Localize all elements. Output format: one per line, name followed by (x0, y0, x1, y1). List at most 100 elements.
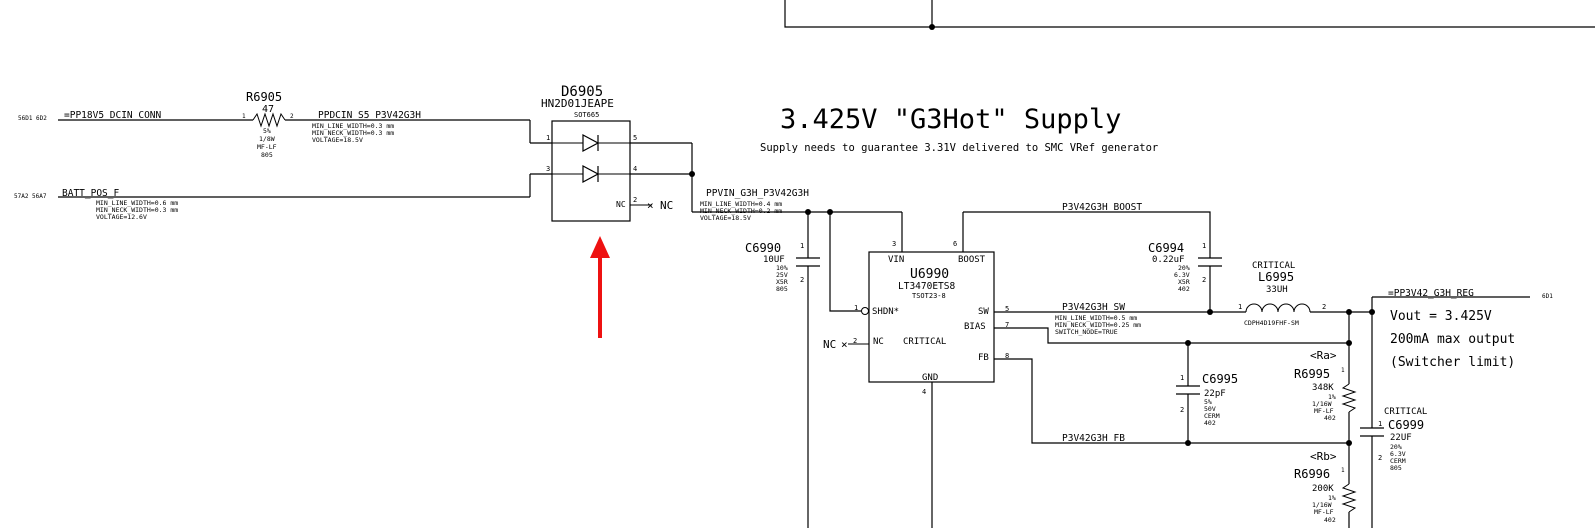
note-switcher-limit: (Switcher limit) (1390, 355, 1515, 370)
ppdcin-attr-voltage: VOLTAGE=18.5V (312, 136, 363, 144)
schematic-title: 3.425V "G3Hot" Supply (780, 104, 1121, 135)
u6990-pin-vin: VIN (888, 255, 904, 265)
d6905-nc-label: NC (660, 199, 673, 212)
r6996-attr-type: MF-LF (1314, 508, 1334, 516)
u6990-pin-boost: BOOST (958, 255, 986, 265)
boost-net-label: P3V42G3H_BOOST (1062, 202, 1142, 213)
u6990-pin4: 4 (922, 388, 926, 396)
r6905-pin1: 1 (242, 113, 246, 120)
r6905-value: 47 (262, 104, 274, 115)
c6995-attr-tol: 5% (1204, 398, 1212, 406)
output-sheet-ref: 6D1 (1542, 293, 1553, 300)
c6994-pin2: 2 (1202, 276, 1206, 284)
ppvin-net-label: PPVIN_G3H_P3V42G3H (706, 188, 809, 199)
c6994-pin1: 1 (1202, 242, 1206, 250)
u6990-pin6: 6 (953, 240, 957, 248)
r6996-ref: R6996 (1294, 467, 1330, 481)
c6995-pin2: 2 (1180, 406, 1184, 414)
resistor-r6905: R6905 47 1 2 5% 1/8W MF-LF 805 (242, 90, 294, 159)
net-sw: P3V42G3H_SW MIN_LINE_WIDTH=0.5 mm MIN_NE… (994, 302, 1246, 336)
resistor-r6996: <Rb> R6996 1 200K 1% 1/16W MF-LF 402 (1294, 450, 1357, 528)
r6996-tag: <Rb> (1310, 450, 1337, 463)
c6995-attr-diel: CERM (1204, 412, 1220, 420)
shdn-inversion-bubble (861, 307, 869, 315)
c6994-ref: C6994 (1148, 241, 1184, 255)
dcin-sheet-ref: 56D1 6D2 (18, 115, 47, 122)
u6990-pin1: 1 (854, 304, 858, 312)
ppdcin-net-label: PPDCIN_S5_P3V42G3H (318, 110, 421, 121)
batt-sheet-ref: 57A2 56A7 (14, 193, 47, 200)
u6990-critical: CRITICAL (903, 337, 946, 347)
ppdcin-attr-line: MIN_LINE_WIDTH=0.3 mm (312, 122, 394, 130)
fb-net-label: P3V42G3H_FB (1062, 433, 1125, 444)
batt-net-label: BATT_POS_F (62, 188, 119, 199)
c6990-pin2: 2 (800, 276, 804, 284)
c6990-ref: C6990 (745, 241, 781, 255)
u6990-pin7: 7 (1005, 321, 1009, 329)
c6995-attr-size: 402 (1204, 419, 1216, 427)
u6990-pin-sw: SW (978, 307, 989, 317)
c6994-attr-tol: 20% (1178, 264, 1190, 272)
capacitor-c6990: 1 2 C6990 10UF 10% 25V X5R 805 (745, 212, 820, 528)
l6995-pin1: 1 (1238, 303, 1242, 311)
c6990-pin1: 1 (800, 242, 804, 250)
net-fb: P3V42G3H_FB (994, 358, 1349, 446)
sw-attr-switch: SWITCH_NODE=TRUE (1055, 328, 1118, 336)
diode-2-symbol (582, 165, 600, 183)
d6905-ref: D6905 (561, 84, 603, 100)
u6990-pin-fb: FB (978, 353, 989, 363)
r6995-tag: <Ra> (1310, 349, 1337, 362)
r6995-pin1: 1 (1341, 367, 1345, 374)
r6995-attr-size: 402 (1324, 414, 1336, 422)
ppvin-attr-line: MIN_LINE_WIDTH=0.4 mm (700, 200, 782, 208)
u6990-body (868, 251, 995, 383)
u6990-part: LT3470ETS8 (898, 281, 955, 292)
c6994-attr-volt: 6.3V (1174, 271, 1190, 279)
c6995-ref: C6995 (1202, 372, 1238, 386)
u6990-ref: U6990 (910, 267, 949, 282)
diode-1-symbol (582, 134, 600, 152)
inductor-l6995: CRITICAL L6995 33UH 1 2 CDPH4D19FHF-SM (1238, 261, 1326, 327)
r6996-attr-tol: 1% (1328, 494, 1336, 502)
c6990-attr-diel: X5R (776, 278, 788, 286)
c6999-attr-size: 805 (1390, 464, 1402, 472)
c6999-pin1: 1 (1378, 420, 1382, 428)
r6996-value: 200K (1312, 484, 1334, 494)
u6990-nc-mark: × (841, 338, 848, 351)
l6995-value: 33UH (1266, 285, 1288, 295)
u6990-pin-bias: BIAS (964, 322, 986, 332)
ppdcin-attr-neck: MIN_NECK_WIDTH=0.3 mm (312, 129, 394, 137)
u6990-package: TSOT23-8 (912, 292, 946, 300)
r6905-attr-tolerance: 5% (263, 127, 271, 135)
c6994-attr-diel: X5R (1178, 278, 1190, 286)
r6905-pin2: 2 (290, 113, 294, 120)
r6905-attr-type: MF-LF (257, 143, 277, 151)
u6990-pin5: 5 (1005, 305, 1009, 313)
d6905-nc-mark: × (647, 199, 654, 212)
sw-attr-neck: MIN_NECK_WIDTH=0.25 mm (1055, 321, 1141, 329)
l6995-ref: L6995 (1258, 270, 1294, 284)
r6905-attr-size: 805 (261, 151, 273, 159)
ppvin-attr-neck: MIN_NECK_WIDTH=0.2 mm (700, 207, 782, 215)
d6905-pin3: 3 (546, 165, 550, 173)
r6995-ref: R6995 (1294, 367, 1330, 381)
net-batt: 57A2 56A7 BATT_POS_F MIN_LINE_WIDTH=0.6 … (14, 173, 552, 221)
sw-net-label: P3V42G3H_SW (1062, 302, 1125, 313)
ic-u6990: 3 6 VIN BOOST U6990 LT3470ETS8 TSOT23-8 … (823, 212, 1009, 528)
d6905-pin4: 4 (633, 165, 637, 173)
net-boost: P3V42G3H_BOOST (963, 202, 1211, 258)
diode-d6905: D6905 HN2D01JEAPE SOT665 1 3 5 4 2 NC × … (541, 84, 673, 222)
r6996-attr-size: 402 (1324, 516, 1336, 524)
c6995-value: 22pF (1204, 389, 1226, 399)
c6999-attr-tol: 20% (1390, 443, 1402, 451)
resistor-r6995: <Ra> R6995 1 348K 1% 1/16W MF-LF 402 (1294, 349, 1357, 484)
r6995-attr-tol: 1% (1328, 393, 1336, 401)
net-ppvin: PPVIN_G3H_P3V42G3H MIN_LINE_WIDTH=0.4 mm… (630, 142, 902, 222)
dcin-net-label: =PP18V5_DCIN_CONN (64, 110, 162, 121)
c6990-attr-size: 805 (776, 285, 788, 293)
u6990-pin-shdn: SHDN* (872, 307, 899, 317)
batt-attr-line: MIN_LINE_WIDTH=0.6 mm (96, 199, 178, 207)
u6990-pin-gnd: GND (922, 373, 938, 383)
output-net-label: =PP3V42_G3H_REG (1388, 288, 1474, 299)
d6905-pin5: 5 (633, 134, 637, 142)
